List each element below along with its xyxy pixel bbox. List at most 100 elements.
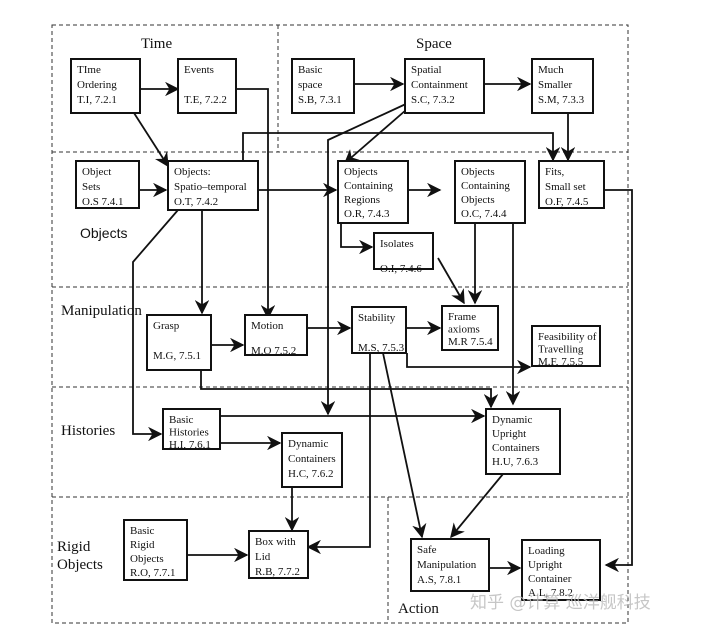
node-box <box>410 538 490 592</box>
node-label-line: Objects <box>461 194 495 206</box>
node-label-line: Containment <box>411 79 468 91</box>
node-box <box>485 408 561 475</box>
node-label-line: O.C, 7.4.4 <box>461 208 507 220</box>
node-label-line: Stability <box>358 312 396 324</box>
region-title-rigid-line1: Rigid <box>57 539 91 555</box>
node-box <box>162 408 221 450</box>
edge-TE-MO <box>236 88 276 320</box>
node-label-line: Rigid <box>130 539 155 551</box>
node-label-line: Grasp <box>153 320 180 332</box>
edge-OR-OI <box>340 223 374 255</box>
node-label-line: A.L, 7.8.2 <box>528 587 573 599</box>
node-label-line: O.R, 7.4.3 <box>344 208 390 220</box>
outer-frame <box>51 24 629 624</box>
edge-OT-HI <box>132 209 179 442</box>
node-label-line: Containers <box>492 442 540 454</box>
node-label-line: R.O, 7.7.1 <box>130 567 176 579</box>
node-label-line: Smaller <box>538 79 573 91</box>
node-box <box>531 325 601 367</box>
region-frames <box>51 24 629 624</box>
node-box <box>167 160 259 211</box>
edge-MS-RB <box>306 353 371 555</box>
region-title-action: Action <box>398 601 439 617</box>
region-title-manipulation: Manipulation <box>61 303 142 319</box>
node-label-line: Histories <box>169 427 209 439</box>
node-label-line: Object <box>82 166 111 178</box>
node-label-line: Containing <box>461 180 510 192</box>
edges <box>132 76 633 576</box>
node-label-line: Safe <box>417 544 437 556</box>
node-label-line: Loading <box>528 545 565 557</box>
node-box <box>521 539 601 601</box>
node-label-line: A.S, 7.8.1 <box>417 574 461 586</box>
node-box <box>281 432 343 488</box>
region-titles: Time Space Objects Manipulation Historie… <box>57 36 452 617</box>
node-label-line: Isolates <box>380 238 414 250</box>
edge-OF-AL <box>604 189 633 573</box>
node-label-line: R.B, 7.7.2 <box>255 566 300 578</box>
node-label-line: O.I, 7.4.6 <box>380 263 422 275</box>
node-label-line: Sets <box>82 181 100 193</box>
node-label-line: Objects <box>130 553 164 565</box>
node-box <box>441 305 499 351</box>
node-box <box>337 160 409 224</box>
node-label-line: Containers <box>288 453 336 465</box>
node-label-line: Small set <box>545 181 586 193</box>
node-label-line: M.F, 7.5.5 <box>538 356 584 368</box>
node-label-line: Objects <box>461 166 495 178</box>
edge-MS-AS <box>382 352 427 539</box>
node-label-line: Basic <box>130 525 155 537</box>
node-label-line: Regions <box>344 194 380 206</box>
edge-HU-AS <box>450 473 504 539</box>
node-label-line: Objects: <box>174 166 211 178</box>
node-box <box>75 160 140 209</box>
node-label-line: space <box>298 79 323 91</box>
node-label-line: Feasibility of <box>538 331 597 343</box>
node-label-line: Upright <box>492 428 526 440</box>
node-label-line: T.E, 7.2.2 <box>184 94 227 106</box>
node-label-line: Spatio–temporal <box>174 181 247 193</box>
node-box <box>244 314 308 356</box>
node-box <box>70 58 141 114</box>
node-label-line: T.I, 7.2.1 <box>77 94 117 106</box>
node-label-line: Much <box>538 64 564 76</box>
edge-OI-MR <box>437 257 465 305</box>
node-box <box>291 58 355 114</box>
node-label-line: Motion <box>251 320 284 332</box>
node-label-line: H.U, 7.6.3 <box>492 456 539 468</box>
edge-SC-HC <box>320 102 409 416</box>
node-label-line: M.G, 7.5.1 <box>153 350 201 362</box>
node-label-line: M.O 7.5.2 <box>251 345 296 357</box>
node-label-line: M.R 7.5.4 <box>448 336 493 348</box>
node-label-line: axioms <box>448 324 480 336</box>
node-label-line: S.C, 7.3.2 <box>411 94 455 106</box>
node-label-line: Dynamic <box>288 438 328 450</box>
node-label-line: M.S, 7.5.3 <box>358 342 405 354</box>
node-box <box>177 58 237 114</box>
node-box <box>454 160 526 224</box>
node-label-line: Container <box>528 573 572 585</box>
node-label-line: Ordering <box>77 79 117 91</box>
node-box <box>123 519 188 581</box>
node-label-line: Events <box>184 64 214 76</box>
node-label-line: Box with <box>255 536 296 548</box>
